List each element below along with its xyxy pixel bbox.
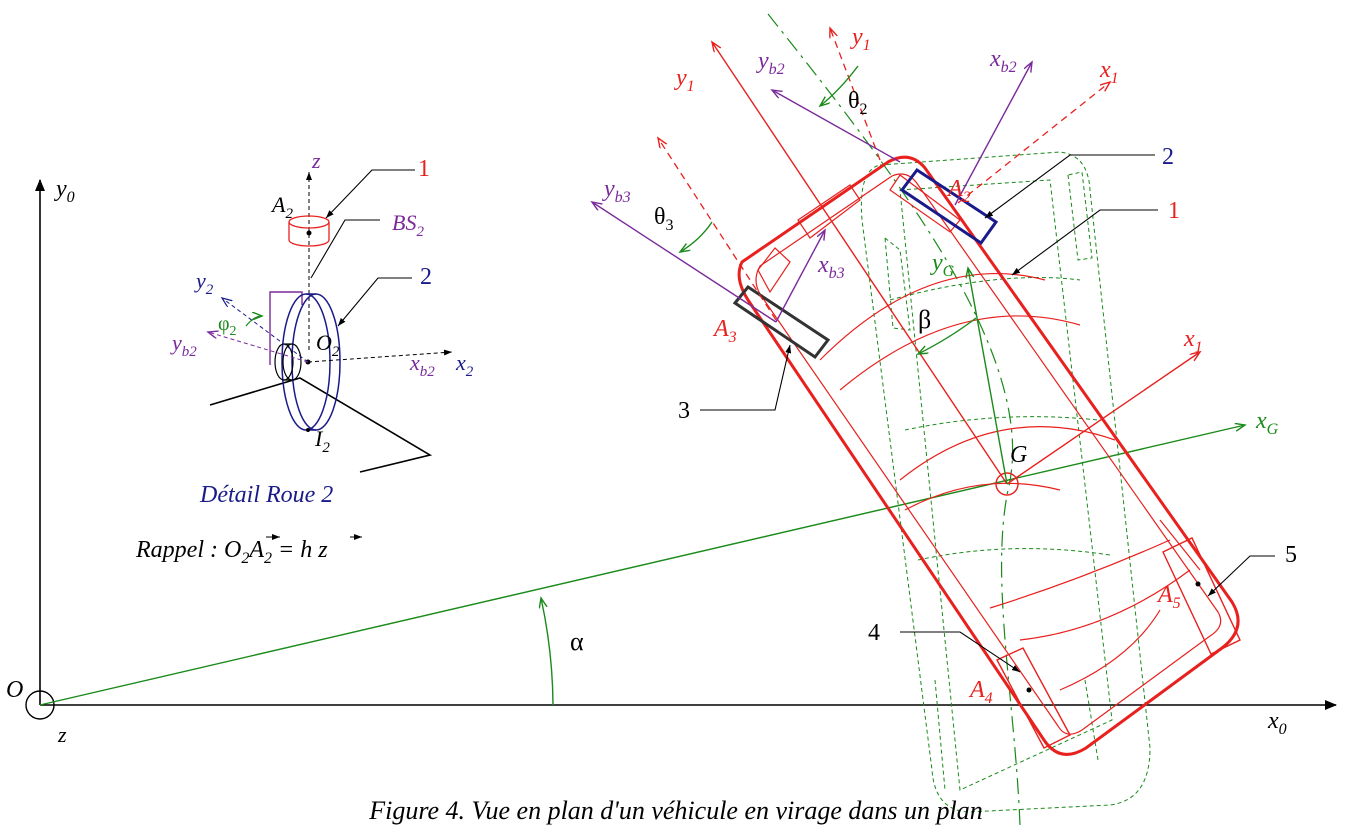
rear-points: A5 A4 — [968, 581, 1201, 707]
detail-xb2-label: xb2 — [409, 350, 435, 380]
detail-i2-label: I2 — [314, 426, 330, 456]
part-leaders — [700, 154, 1275, 673]
theta3-label: θ3 — [654, 204, 674, 234]
a5-label: A5 — [1156, 582, 1181, 612]
wheel-3-frame: θ3 yb3 xb3 A3 — [592, 138, 845, 360]
wheel-3-rect — [732, 284, 831, 360]
x1-dashed-label: x1 — [1099, 57, 1119, 87]
wheel-2-rect — [899, 167, 999, 246]
part-4-number: 4 — [868, 620, 880, 646]
og-line — [39, 425, 1245, 706]
path-geometry: α xG — [39, 13, 1279, 825]
xb2-label: xb2 — [989, 46, 1017, 76]
wheel-detail: z 1 A2 BS2 2 y2 φ2 yb2 O2 xb2 x2 I2 Déta… — [135, 148, 474, 567]
rear-wheel-4 — [996, 647, 1071, 749]
origin-circle — [25, 690, 55, 720]
g-label: G — [1010, 442, 1027, 468]
detail-1-number: 1 — [418, 156, 430, 182]
theta2-arc — [820, 65, 859, 106]
theta2-label: θ2 — [848, 88, 868, 118]
a4-label: A4 — [968, 677, 993, 707]
y0-label: y0 — [54, 176, 75, 206]
detail-bs2-label: BS2 — [392, 210, 424, 240]
car-frame-1: y1 x1 G — [674, 42, 1203, 485]
alpha-arc — [541, 598, 554, 706]
alpha-label: α — [570, 627, 584, 656]
part-1-number: 1 — [1168, 198, 1180, 224]
theta3-arc — [680, 221, 713, 252]
yb2-label: yb2 — [756, 48, 785, 78]
xg-label: xG — [1255, 408, 1279, 438]
detail-a2-label: A2 — [270, 192, 293, 222]
g-point-circle — [995, 472, 1019, 496]
detail-x2-label: x2 — [455, 350, 474, 380]
detail-o2-label: O2 — [316, 330, 340, 360]
detail-reminder: Rappel : O2A2 = h z — [135, 537, 328, 567]
detail-yb2-label: yb2 — [170, 330, 197, 360]
red-car — [737, 155, 1241, 756]
part-5-number: 5 — [1285, 542, 1297, 568]
x1-label: x1 — [1183, 326, 1203, 356]
origin-label: O — [6, 677, 23, 703]
rear-wheel-5 — [1162, 537, 1241, 655]
y1-label: y1 — [674, 65, 695, 95]
a3-label: A3 — [712, 316, 737, 346]
z-label: z — [57, 722, 67, 747]
detail-phi2-label: φ2 — [218, 313, 237, 339]
y1-dashed-label: y1 — [850, 24, 871, 54]
figure-caption: Figure 4. Vue en plan d'un véhicule en v… — [369, 796, 983, 825]
part-3-number: 3 — [678, 398, 690, 424]
yg-label: yG — [930, 250, 955, 280]
beta-label: β — [918, 305, 931, 334]
beta-arc — [918, 317, 977, 354]
x0-label: x0 — [1267, 708, 1287, 738]
g-frame: yG β — [918, 250, 1008, 485]
xb3-label: xb3 — [817, 252, 845, 282]
main-frame: O z x0 y0 — [6, 176, 1337, 747]
detail-y2-label: y2 — [194, 268, 214, 298]
trajectory-arc — [767, 13, 1021, 825]
detail-z-label: z — [311, 148, 321, 173]
yb3-label: yb3 — [602, 176, 631, 206]
wheel-2-frame: θ2 y1 x1 yb2 xb2 A2 — [756, 24, 1119, 246]
detail-2-number: 2 — [420, 264, 432, 290]
part-2-number: 2 — [1162, 144, 1174, 170]
a2-label: A2 — [946, 176, 971, 206]
detail-title: Détail Roue 2 — [199, 482, 333, 508]
